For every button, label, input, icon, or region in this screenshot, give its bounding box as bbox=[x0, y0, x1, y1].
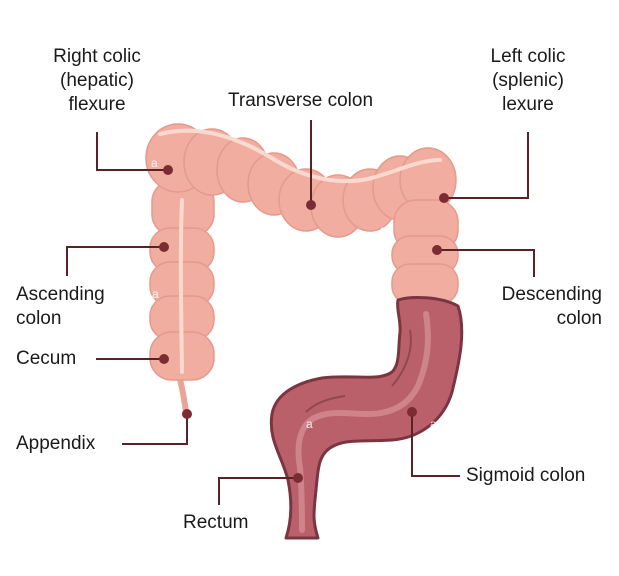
dot-left-colic bbox=[439, 193, 449, 203]
label-sigmoid-text: Sigmoid colon bbox=[466, 465, 586, 486]
label-right-colic-line1: Right colic bbox=[53, 46, 141, 67]
watermark-glyph: a bbox=[151, 156, 158, 170]
label-ascending-line1: Ascending bbox=[16, 284, 105, 305]
watermark-glyph: a bbox=[380, 223, 387, 237]
dot-right-colic bbox=[163, 165, 173, 175]
watermark-glyph: a bbox=[430, 417, 437, 431]
transverse-colon bbox=[145, 123, 457, 238]
label-left-colic-flexure: Left colic (splenic) lexure bbox=[462, 45, 594, 117]
label-cecum-text: Cecum bbox=[16, 348, 77, 369]
dot-ascending bbox=[159, 242, 169, 252]
leader-lines bbox=[66, 120, 535, 505]
label-descending-line1: Descending bbox=[501, 284, 602, 305]
leader-left-colic bbox=[444, 132, 529, 199]
descending-colon bbox=[391, 199, 459, 305]
label-transverse-colon: Transverse colon bbox=[228, 89, 373, 113]
leader-sigmoid bbox=[411, 412, 460, 477]
leader-descending bbox=[437, 249, 535, 277]
label-left-colic-line3: lexure bbox=[502, 94, 554, 115]
watermark-glyph: a bbox=[306, 417, 313, 431]
leader-appendix bbox=[122, 414, 188, 445]
label-right-colic-line3: flexure bbox=[68, 94, 126, 115]
dot-rectum bbox=[293, 473, 303, 483]
watermark-glyph: a bbox=[152, 287, 159, 301]
label-ascending-colon: Ascending colon bbox=[16, 283, 105, 331]
label-right-colic-flexure: Right colic (hepatic) flexure bbox=[22, 45, 172, 117]
leader-rectum bbox=[218, 477, 298, 505]
label-left-colic-line1: Left colic bbox=[490, 46, 566, 67]
label-rectum: Rectum bbox=[183, 511, 248, 535]
ascending-colon bbox=[149, 179, 215, 381]
watermark-glyph: a bbox=[305, 155, 312, 169]
label-left-colic-line2: (splenic) bbox=[492, 70, 564, 91]
dot-appendix bbox=[182, 409, 192, 419]
label-descending-line2: colon bbox=[556, 308, 602, 329]
label-sigmoid-colon: Sigmoid colon bbox=[466, 464, 585, 488]
label-transverse-text: Transverse colon bbox=[228, 90, 374, 111]
dot-descending bbox=[432, 245, 442, 255]
label-appendix: Appendix bbox=[16, 432, 95, 456]
label-appendix-text: Appendix bbox=[16, 433, 96, 454]
leader-ascending bbox=[66, 246, 164, 276]
watermark-glyphs: a a a a a a bbox=[151, 155, 437, 431]
leader-right-colic bbox=[96, 132, 168, 171]
label-ascending-line2: colon bbox=[16, 308, 62, 329]
label-descending-colon: Descending colon bbox=[460, 283, 602, 331]
dot-cecum bbox=[159, 354, 169, 364]
pointer-dots bbox=[159, 165, 449, 483]
label-cecum: Cecum bbox=[16, 347, 76, 371]
label-rectum-text: Rectum bbox=[183, 512, 249, 533]
dot-transverse bbox=[306, 200, 316, 210]
label-right-colic-line2: (hepatic) bbox=[60, 70, 134, 91]
dot-sigmoid bbox=[407, 407, 417, 417]
sigmoid-colon bbox=[269, 296, 464, 540]
